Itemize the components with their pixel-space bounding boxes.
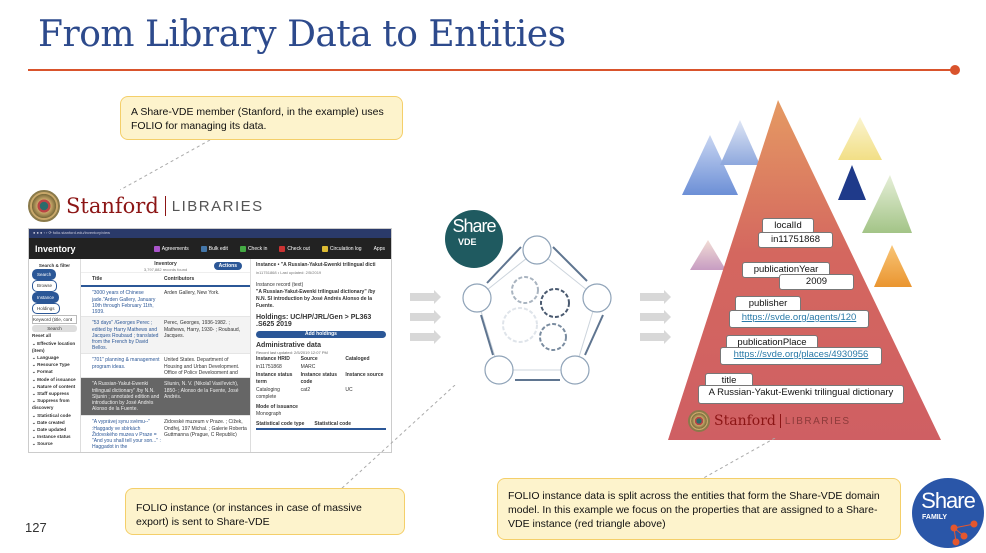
table-row[interactable]: "A vyprávej synu svému--" :Haggady ve sb… [81, 416, 250, 452]
field-value-publicationplace-link[interactable]: https://svde.org/places/4930956 [720, 347, 882, 365]
field-value-publicationyear: 2009 [779, 274, 854, 290]
stanford-libraries-logo: Stanford LIBRARIES [28, 190, 264, 222]
stanford-seal-icon [688, 410, 710, 432]
actions-button[interactable]: Actions [213, 262, 242, 270]
triangle-orange [874, 245, 912, 287]
callout-connector [700, 438, 776, 481]
stanford-libraries-logo-small: Stanford LIBRARIES [688, 410, 851, 432]
add-holdings-button[interactable]: Add holdings [256, 331, 386, 338]
triangle-navy [838, 165, 866, 200]
flow-arrow-icon [410, 290, 441, 304]
folio-topbar: Inventory Agreements Bulk edit Check in … [29, 238, 391, 259]
flow-arrow-icon [410, 330, 441, 344]
nav-apps: Apps [373, 245, 385, 252]
logo-libraries: LIBRARIES [171, 197, 264, 215]
gears-icon [502, 276, 570, 351]
share-vde-logo: Share VDE [445, 210, 503, 268]
divider-dot [950, 65, 960, 75]
callout-stanford: A Share-VDE member (Stanford, in the exa… [120, 96, 403, 140]
app-name: Inventory [35, 243, 76, 254]
triangle-yellow [838, 117, 882, 160]
stanford-seal-icon [28, 190, 60, 222]
table-row[interactable]: "53 days" /Georges Perec ; edited by Har… [81, 317, 250, 355]
folio-screenshot: ● ● ● ‹ › ⟳ folio.stanford.edu/inventory… [28, 228, 392, 453]
network-icon [950, 520, 978, 546]
triangle-green [862, 175, 912, 233]
table-row-selected[interactable]: "A Russian-Yakut-Ewenki trilingual dicti… [81, 378, 250, 417]
slide-title: From Library Data to Entities [38, 14, 566, 55]
page-number: 127 [25, 520, 47, 535]
callout-connector [339, 385, 456, 491]
share-family-logo: Share FAMILY [912, 478, 984, 548]
field-value-localid: in11751868 [758, 232, 833, 248]
logo-stanford: Stanford [66, 194, 159, 218]
callout-connector [120, 140, 211, 190]
flow-arrow-icon [640, 310, 671, 324]
table-row[interactable]: "701" planning & management program idea… [81, 354, 250, 379]
table-row[interactable]: "3000 years of Chinese jade."Arden Galle… [81, 287, 250, 318]
field-value-title: A Russian-Yakut-Ewenki trilingual dictio… [698, 385, 904, 404]
browser-bar: ● ● ● ‹ › ⟳ folio.stanford.edu/inventory… [29, 229, 391, 238]
nav-check-out: Check out [279, 245, 310, 252]
triangle-lightblue [720, 120, 760, 165]
nav-check-in: Check in [239, 245, 267, 252]
nav-bulk-edit: Bulk edit [200, 245, 228, 252]
flow-arrow-icon [640, 290, 671, 304]
field-value-publisher-link[interactable]: https://svde.org/agents/120 [729, 310, 869, 328]
flow-arrow-icon [640, 330, 671, 344]
callout-sent-to-share-vde: FOLIO instance (or instances in case of … [125, 488, 405, 535]
search-filter-pane: Search & filter SearchBrowse InstanceHol… [29, 259, 81, 452]
callout-entity-split: FOLIO instance data is split across the … [497, 478, 901, 540]
title-divider [28, 69, 954, 71]
processing-cycle-diagram [462, 235, 612, 385]
instance-detail-pane: Instance • "A Russian-Yakut-Ewenki trili… [251, 259, 391, 452]
flow-arrow-icon [410, 310, 441, 324]
nav-circulation-log: Circulation log [321, 245, 362, 252]
triangle-pink [690, 240, 726, 270]
triangle-blue [682, 135, 738, 195]
nav-agreements: Agreements [153, 245, 189, 252]
